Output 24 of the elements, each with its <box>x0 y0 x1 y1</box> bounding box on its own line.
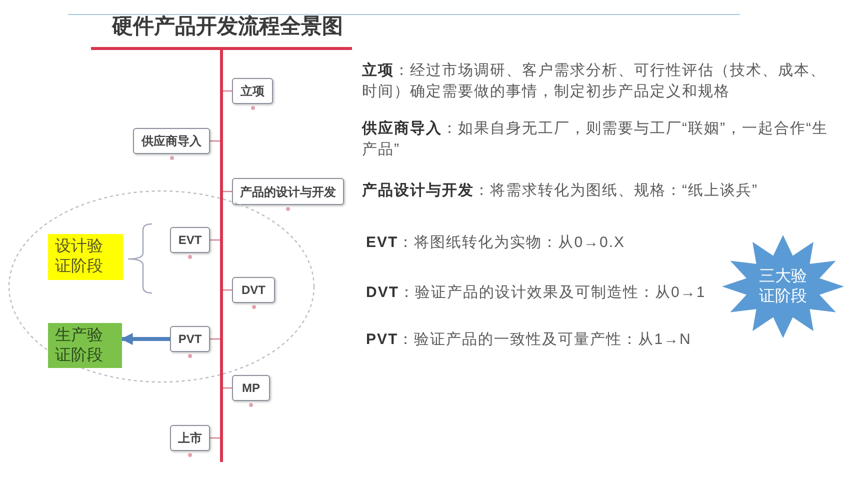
stage-box: 生产验证阶段 <box>48 323 122 368</box>
connector-line <box>210 437 220 439</box>
description-text: 产品设计与开发：将需求转化为图纸、规格：“纸上谈兵” <box>362 181 759 201</box>
topic-box: 立项 <box>232 78 273 104</box>
description-text: 供应商导入：如果自身无工厂，则需要与工厂“联姻”，一起合作“生产品” <box>362 119 828 160</box>
topic-box: 上市 <box>170 425 210 451</box>
diagram-title: 硬件产品开发流程全景图 <box>112 16 343 38</box>
topic-box: 供应商导入 <box>133 128 210 154</box>
topic-box: 产品的设计与开发 <box>232 178 344 205</box>
topic-box: DVT <box>232 277 275 303</box>
timeline-trunk <box>220 50 223 462</box>
topic-box: PVT <box>170 326 210 352</box>
description-text: PVT：验证产品的一致性及可量产性：从1→N <box>366 330 692 350</box>
connector-line <box>210 338 220 340</box>
arrow <box>120 333 170 345</box>
topic-box: EVT <box>170 227 210 253</box>
stage-box: 设计验证阶段 <box>48 234 123 280</box>
connector-line <box>210 140 220 142</box>
description-text: 立项：经过市场调研、客户需求分析、可行性评估（技术、成本、时间）确定需要做的事情，制定初步产品定义和规格 <box>362 61 827 102</box>
description-text: DVT：验证产品的设计效果及可制造性：从0→1 <box>366 283 707 303</box>
connector-line <box>210 239 220 241</box>
topic-box: MP <box>232 375 270 401</box>
description-text: EVT：将图纸转化为实物：从0→0.X <box>366 233 626 253</box>
starburst-label: 三大验证阶段 <box>759 266 807 306</box>
